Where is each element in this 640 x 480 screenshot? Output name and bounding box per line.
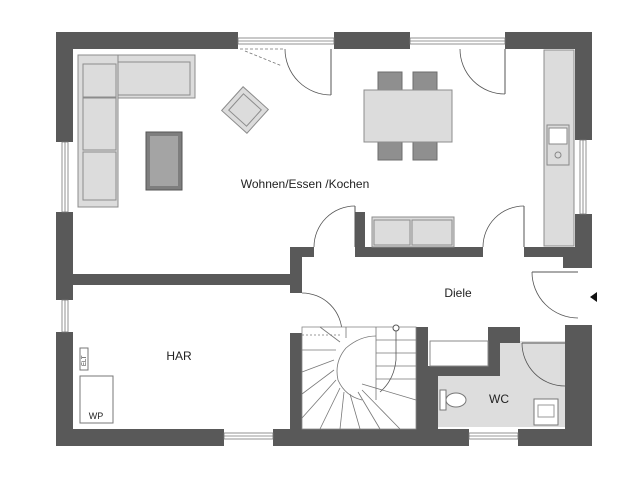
windows (61, 37, 587, 440)
sofa (77, 54, 196, 208)
exterior-walls (56, 32, 592, 446)
room-label-wc: WC (489, 392, 509, 406)
armchair (220, 86, 270, 134)
staircase (301, 324, 417, 430)
room-label-living: Wohnen/Essen /Kochen (241, 177, 370, 191)
kitchen-counter (543, 49, 575, 247)
interior-walls (73, 212, 592, 429)
door-swings (240, 48, 579, 387)
triangle-entrance-icon (590, 292, 597, 302)
electrical-box-label: ELT (82, 355, 88, 366)
room-label-hall: Diele (444, 286, 472, 300)
coffee-table (145, 131, 183, 191)
electrical-box: ELT (79, 347, 89, 371)
room-label-utility: HAR (166, 349, 192, 363)
dining-set (363, 71, 453, 161)
toilet (439, 389, 467, 411)
wardrobe (429, 340, 489, 367)
wc-sink (533, 398, 559, 426)
sideboard (371, 216, 455, 248)
heat-pump-label: WP (89, 411, 104, 421)
heat-pump-unit: WP (79, 375, 114, 424)
